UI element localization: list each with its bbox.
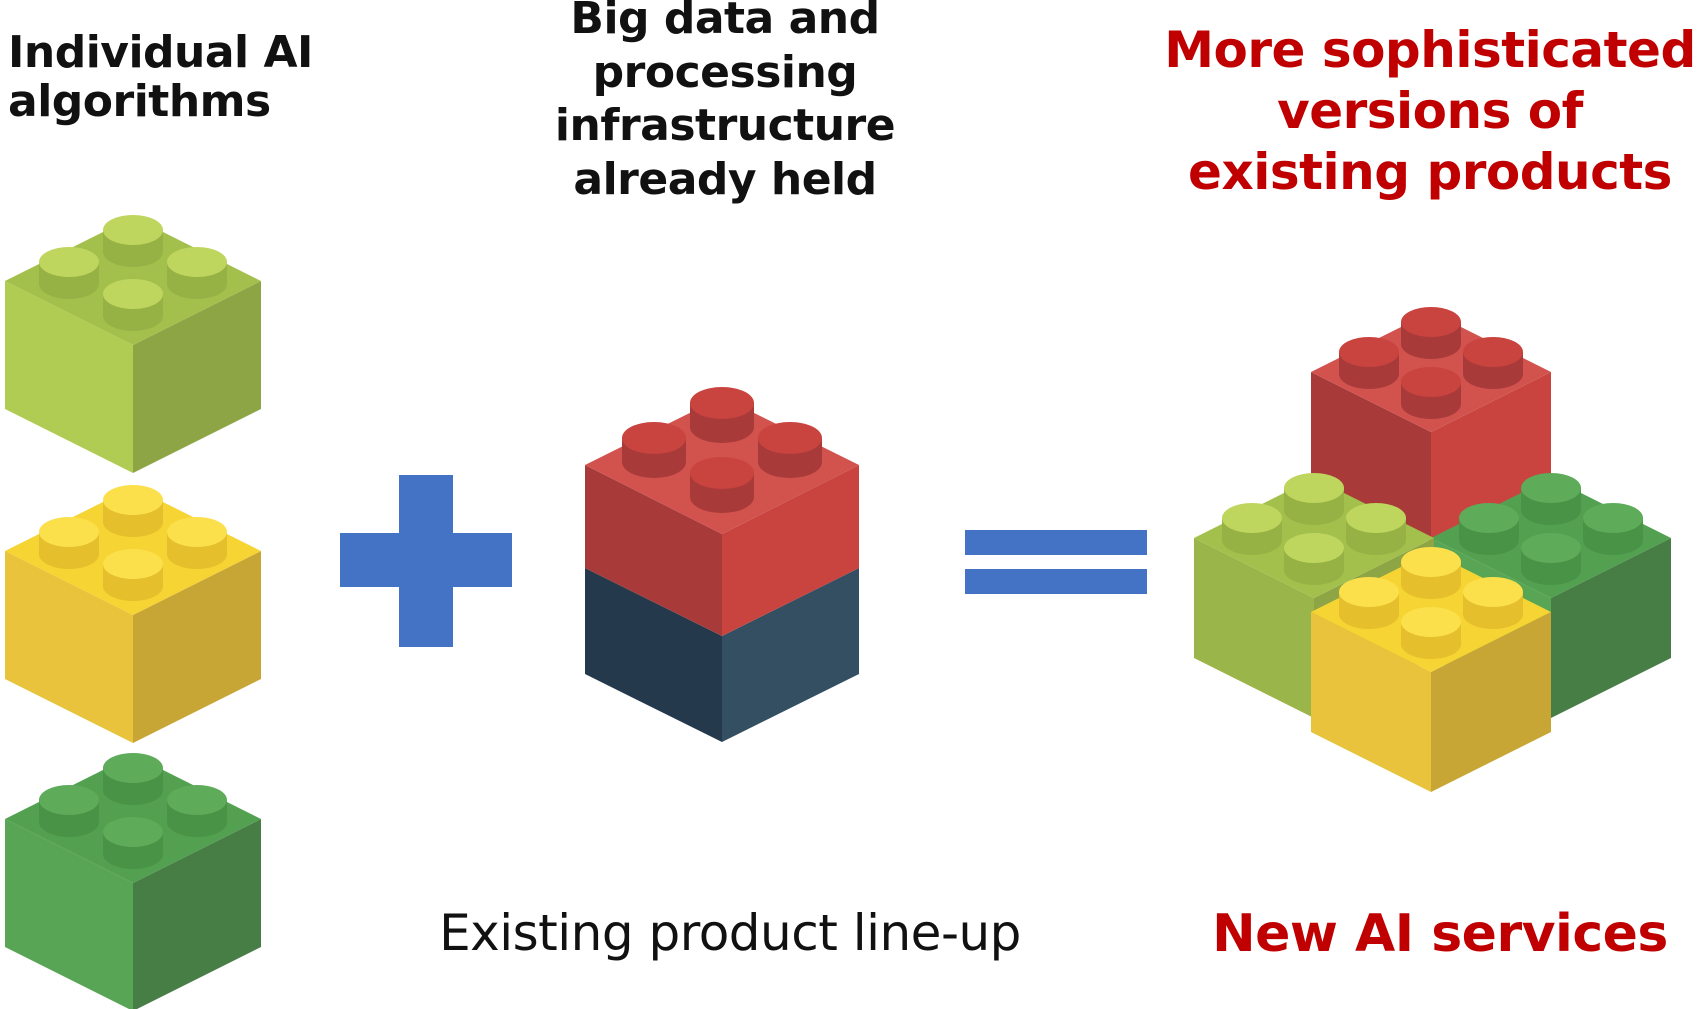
- ai-algorithms-label: Individual AI algorithms: [8, 27, 313, 128]
- brick-studs: [39, 215, 227, 331]
- red-brick-stacked: [1311, 307, 1551, 542]
- existing-product-brick: [585, 387, 859, 742]
- existing-lineup-caption: Existing product line-up: [439, 904, 1021, 962]
- yellow-brick-front: [1311, 547, 1551, 792]
- new-ai-services-structure: [1194, 307, 1671, 792]
- sophisticated-versions-label: More sophisticated versions of existing …: [1164, 21, 1696, 201]
- yellow-brick: [5, 485, 261, 743]
- big-data-label: Big data and processing infrastructure a…: [554, 0, 896, 206]
- brick-studs: [39, 753, 227, 869]
- green-dark-brick: [5, 753, 261, 1009]
- brick-studs: [622, 387, 822, 513]
- green-light-brick: [5, 215, 261, 473]
- plus-sign: [340, 475, 512, 647]
- new-ai-services-caption: New AI services: [1212, 904, 1668, 964]
- brick-studs: [39, 485, 227, 601]
- equals-sign: [965, 530, 1147, 594]
